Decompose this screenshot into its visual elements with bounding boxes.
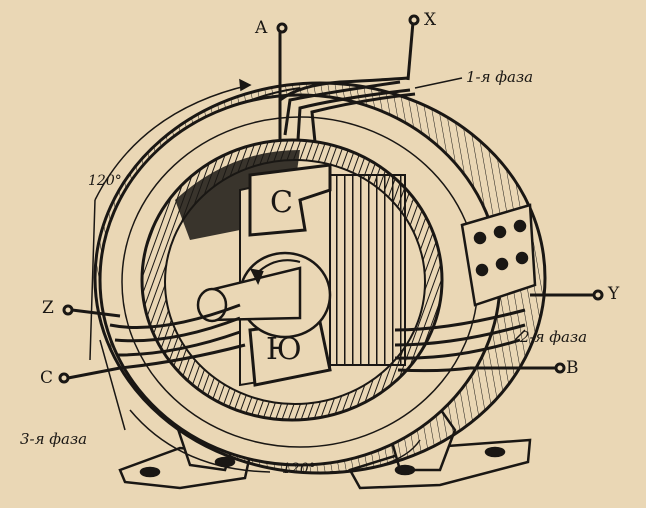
terminal-Z-label: Z [42, 298, 54, 318]
terminal-A-label: A [255, 18, 268, 38]
angle-arcs [89, 78, 421, 473]
phase-3-label: 3-я фаза [20, 430, 88, 448]
angle-bottom-label: 120° [282, 461, 316, 477]
terminal-Y-label: Y [608, 284, 620, 304]
phase-2-label: 2-я фаза [520, 328, 588, 346]
terminal-plate [460, 203, 537, 307]
south-pole-label: Ю [266, 332, 302, 367]
north-pole-label: С [270, 185, 293, 220]
winding-phase-1 [276, 14, 463, 143]
angle-left-label: 120° [88, 173, 122, 189]
winding-phase-3 [58, 303, 246, 431]
terminal-C-label: C [40, 368, 54, 388]
phase-1-label: 1-я фаза [466, 68, 534, 86]
terminal-B-label: B [566, 358, 579, 378]
terminal-X-label: X [424, 10, 437, 30]
winding-phase-2 [394, 289, 604, 374]
